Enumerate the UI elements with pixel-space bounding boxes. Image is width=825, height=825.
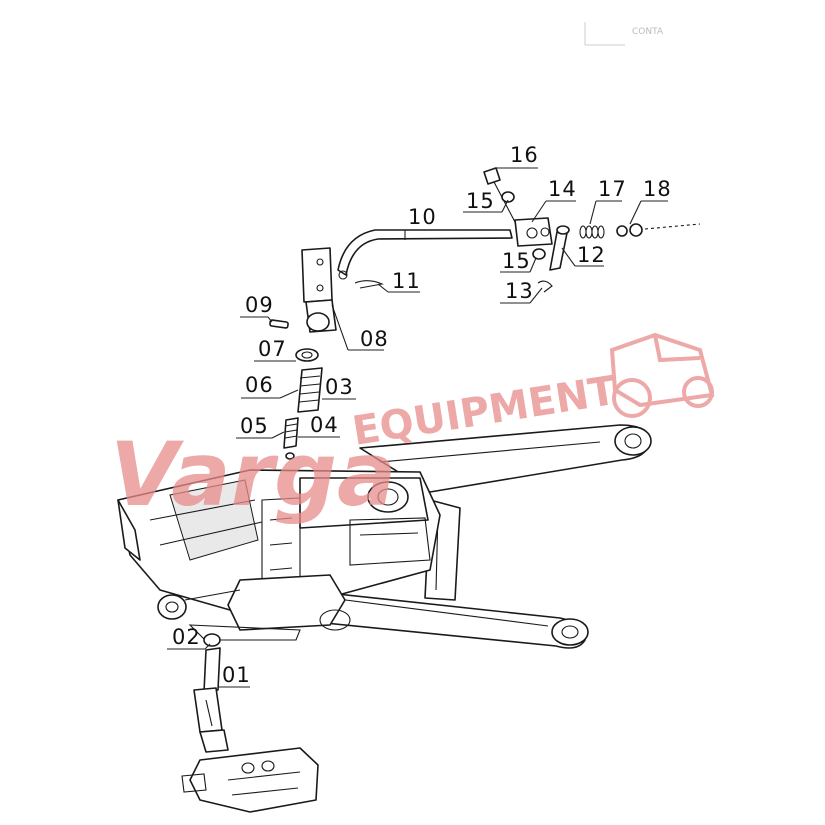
callout-14: 14 xyxy=(531,177,577,223)
corner-header: CONTA xyxy=(584,22,664,46)
callout-18: 18 xyxy=(629,177,672,225)
part-label-13: 13 xyxy=(505,279,534,303)
callout-15b: 15 xyxy=(500,249,537,273)
part-label-09: 09 xyxy=(245,293,274,317)
callout-08: 08 xyxy=(348,327,389,351)
callout-15a: 15 xyxy=(463,189,509,213)
part-label-11: 11 xyxy=(392,269,421,293)
callout-01: 01 xyxy=(218,663,251,688)
callout-10: 10 xyxy=(404,205,437,240)
callout-12: 12 xyxy=(561,243,606,267)
callout-11: 11 xyxy=(377,269,421,293)
upper-lever-assembly xyxy=(301,167,701,351)
part-label-08: 08 xyxy=(360,327,389,351)
part-label-17: 17 xyxy=(598,177,627,201)
part-label-01: 01 xyxy=(222,663,251,687)
callout-06: 06 xyxy=(241,373,299,399)
tractor-icon xyxy=(609,332,715,418)
part-label-06: 06 xyxy=(245,373,274,397)
callout-02: 02 xyxy=(167,625,211,650)
part-label-10: 10 xyxy=(408,205,437,229)
part-label-05: 05 xyxy=(240,414,269,438)
part-label-02: 02 xyxy=(172,625,201,649)
part-label-18: 18 xyxy=(643,177,672,201)
callout-03: 03 xyxy=(322,375,356,400)
callouts: 16 15 14 17 18 10 xyxy=(167,143,672,688)
callout-07: 07 xyxy=(254,337,296,362)
callout-09: 09 xyxy=(240,293,274,323)
main-housing xyxy=(117,424,652,649)
part-label-15a: 15 xyxy=(466,189,495,213)
part-label-14: 14 xyxy=(548,177,577,201)
callout-16: 16 xyxy=(494,143,539,169)
watermark-script-text: Varga xyxy=(110,423,396,526)
valve-stack xyxy=(269,319,323,460)
corner-text: CONTA xyxy=(632,27,664,37)
part-label-15b: 15 xyxy=(502,249,531,273)
callout-05: 05 xyxy=(236,414,285,439)
callout-13: 13 xyxy=(500,279,543,304)
part-label-03: 03 xyxy=(325,375,354,399)
callout-17: 17 xyxy=(589,177,627,225)
part-label-07: 07 xyxy=(258,337,287,361)
spring-17-shape xyxy=(579,225,605,239)
callout-04: 04 xyxy=(298,413,340,438)
part-label-16: 16 xyxy=(510,143,539,167)
lower-linkage xyxy=(181,633,319,813)
part-label-12: 12 xyxy=(577,243,606,267)
part-label-04: 04 xyxy=(310,413,339,437)
